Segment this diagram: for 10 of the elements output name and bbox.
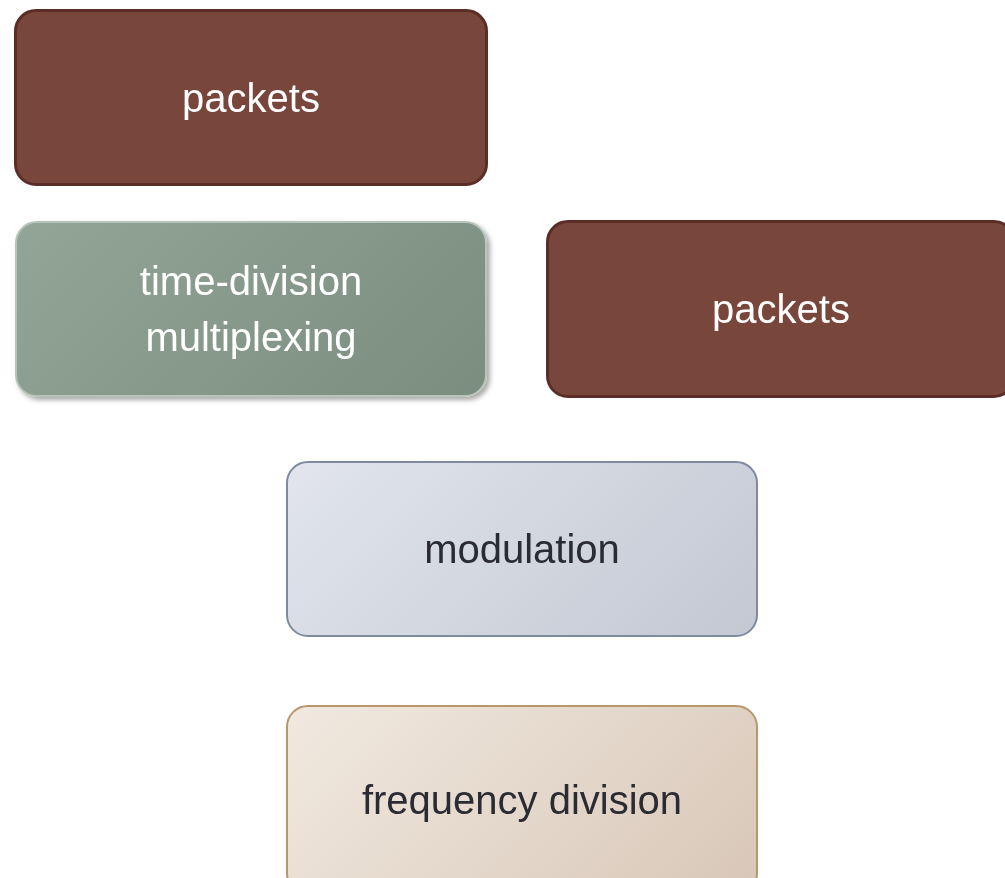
- box-label: packets: [182, 74, 320, 122]
- box-label: modulation: [424, 526, 620, 573]
- box-label: packets: [712, 286, 850, 333]
- process-box: [286, 461, 758, 637]
- process-box: [14, 9, 488, 186]
- process-box: [286, 705, 758, 878]
- box-label: time-division multiplexing: [138, 258, 364, 361]
- box-label: frequency division: [361, 777, 683, 824]
- process-box: [546, 220, 1005, 398]
- process-box: [15, 221, 487, 397]
